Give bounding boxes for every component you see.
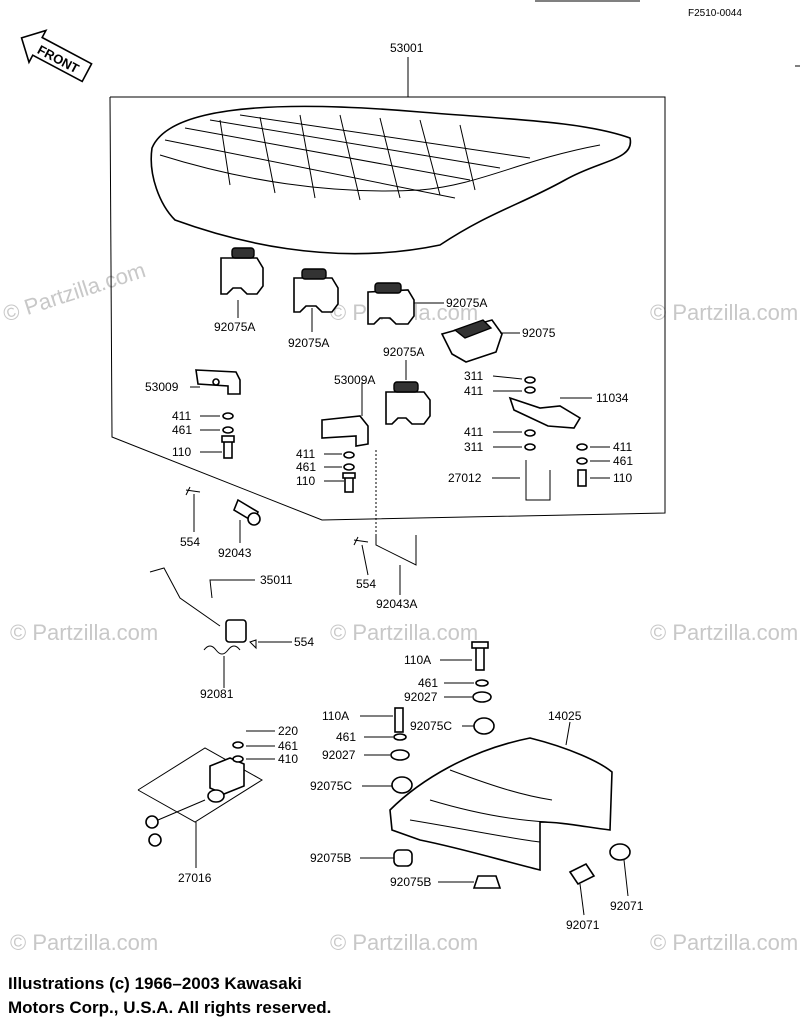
callout-label: 92043 [218,546,252,560]
callout-label: 461 [418,676,438,690]
watermark: © Partzilla.com [650,930,798,955]
callout-label: 92075A [446,296,487,310]
callout-label: 110 [172,445,191,459]
watermark: © Partzilla.com [10,930,158,955]
seat-drawing [150,105,632,255]
copyright-notice: Illustrations (c) 1966–2003 Kawasaki Mot… [8,972,528,1020]
callout-label: 410 [278,752,298,766]
copyright-line: Illustrations (c) 1966–2003 Kawasaki [8,974,302,993]
watermark: © Partzilla.com [10,620,158,645]
callout-label: 92075C [310,779,352,793]
damper-parts [220,247,503,425]
callout-label: 110A [322,709,349,723]
callout-label: 92027 [404,690,438,704]
watermarks: © Partzilla.com © Partzilla.com © Partzi… [0,257,798,955]
callout-label: 554 [356,577,376,591]
callout-label: 110A [404,653,431,667]
assembly-outline [109,96,666,521]
callout-label: 53001 [390,41,424,55]
figure-id: F2510-0044 [688,8,742,19]
key-lock-parts [137,741,263,847]
callout-label: 92071 [566,918,600,932]
front-arrow-icon: FRONT [20,29,93,83]
callout-label: 461 [336,730,356,744]
left-bracket-parts [185,369,261,526]
watermark: © Partzilla.com [330,620,478,645]
callout-label: 461 [613,454,633,468]
watermark: © Partzilla.com [330,930,478,955]
callout-label: 92081 [200,687,234,701]
callout-label: 411 [464,384,483,398]
copyright-line: Motors Corp., U.S.A. All rights reserved… [8,998,332,1017]
callout-label: 220 [278,724,298,738]
callout-label: 110 [296,474,315,488]
watermark: © Partzilla.com [650,620,798,645]
callout-label: 554 [180,535,200,549]
callout-label: 411 [172,409,191,423]
callout-label: 92075 [522,326,556,340]
callout-label: 92027 [322,748,356,762]
callout-label: 92075C [410,719,452,733]
center-bracket-parts [321,415,417,566]
callout-label: 311 [464,440,483,454]
callout-label: 461 [172,423,192,437]
callout-label: 92043A [376,597,417,611]
lever-parts [149,567,257,655]
callout-label: 311 [464,369,483,383]
right-bracket-parts [508,376,588,501]
callout-label: 110 [613,471,632,485]
callout-label: 35011 [260,573,293,587]
callout-label: 27012 [448,471,482,485]
callout-label: 92075A [383,345,424,359]
tail-piece-parts [389,641,631,889]
watermark: © Partzilla.com [650,300,798,325]
callout-label: 14025 [548,709,582,723]
callout-label: 411 [464,425,483,439]
leader-lines [190,57,629,916]
callout-label: 411 [296,447,315,461]
callout-label: 92075B [310,851,351,865]
callout-label: 461 [296,460,316,474]
callout-label: 11034 [596,391,629,405]
callout-label: 92075A [288,336,329,350]
callout-labels: 53001 92075A 92075A 92075A 92075 92075A … [145,41,644,932]
callout-label: 92075B [390,875,431,889]
callout-label: 461 [278,739,298,753]
callout-label: 92071 [610,899,644,913]
callout-label: 53009A [334,373,375,387]
callout-label: 554 [294,635,314,649]
callout-label: 92075A [214,320,255,334]
callout-label: 27016 [178,871,212,885]
callout-label: 411 [613,440,632,454]
callout-label: 53009 [145,380,179,394]
watermark: © Partzilla.com [0,257,149,327]
